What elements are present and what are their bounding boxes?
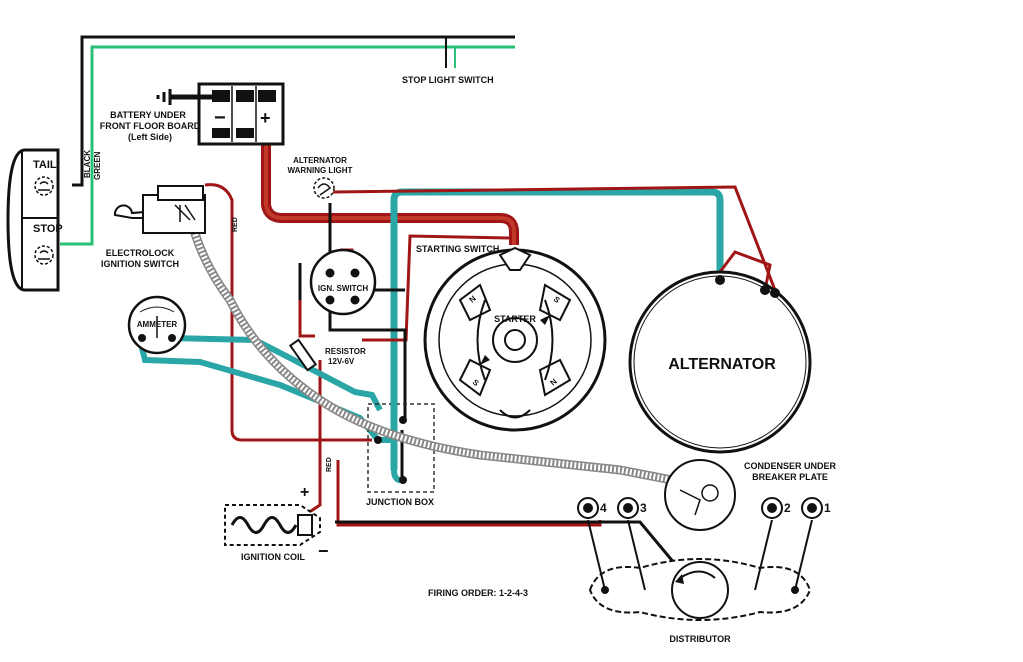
distributor xyxy=(587,459,813,621)
black-wire-label: BLACK xyxy=(83,150,92,178)
electrolock-label-line1: ELECTROLOCK xyxy=(106,248,175,258)
firing-order-label: FIRING ORDER: 1-2-4-3 xyxy=(428,588,528,598)
alternator xyxy=(628,270,812,454)
key-icon xyxy=(113,204,146,219)
alt-warning-label-line1: ALTERNATOR xyxy=(293,156,347,165)
starter: N S S N xyxy=(423,246,607,432)
armoured-cable xyxy=(185,214,673,485)
spark-plug-4 xyxy=(577,497,599,519)
green-wire-label: GREEN xyxy=(93,151,102,180)
ground-icon xyxy=(156,89,172,105)
pole-n2: N xyxy=(549,377,559,388)
battery-label-line1: BATTERY UNDER xyxy=(110,110,186,120)
battery-plus-label: + xyxy=(260,108,271,128)
condenser-label-line1: CONDENSER UNDER xyxy=(744,461,837,471)
red-wire-label-1: RED xyxy=(232,217,239,232)
battery-label-line2: FRONT FLOOR BOARD xyxy=(100,121,201,131)
alternator-warning-light xyxy=(313,177,335,199)
ign-switch-label: IGN. SWITCH xyxy=(318,284,368,293)
spark-plug-1 xyxy=(801,497,823,519)
plug-4-label: 4 xyxy=(600,501,607,515)
ammeter xyxy=(127,295,187,355)
spark-plug-3 xyxy=(617,497,639,519)
pole-n1: N xyxy=(468,294,478,305)
plug-1-label: 1 xyxy=(824,501,831,515)
stop-light-switch-label: STOP LIGHT SWITCH xyxy=(402,75,494,85)
battery-minus-label: − xyxy=(214,107,226,129)
red-wire-start-ign xyxy=(362,234,511,342)
ign-switch xyxy=(309,248,377,316)
stop-label: STOP xyxy=(33,223,63,235)
battery xyxy=(156,82,285,146)
alternator-label: ALTERNATOR xyxy=(668,356,776,373)
pole-s2: S xyxy=(471,378,481,389)
ammeter-label: AMMETER xyxy=(137,320,178,329)
distributor-label: DISTRIBUTOR xyxy=(669,634,731,644)
spark-plug-2 xyxy=(761,497,783,519)
battery-label-line3: (Left Side) xyxy=(128,132,172,142)
plug-3-label: 3 xyxy=(640,501,647,515)
red-wire-electrolock xyxy=(204,183,372,442)
stop-light-wires xyxy=(60,35,515,246)
electrolock-label-line2: IGNITION SWITCH xyxy=(101,259,179,269)
tail-bulb-icon xyxy=(34,176,54,196)
ignition-coil xyxy=(224,504,321,546)
junction-box-label: JUNCTION BOX xyxy=(366,497,434,507)
resistor xyxy=(288,338,318,372)
tail-stop-light xyxy=(6,148,60,292)
pole-s1: S xyxy=(552,295,562,306)
resistor-label-line1: RESISTOR xyxy=(325,347,366,356)
ignition-coil-label: IGNITION COIL xyxy=(241,552,306,562)
condenser-label-line2: BREAKER PLATE xyxy=(752,472,828,482)
electrolock-ignition-switch xyxy=(113,185,206,234)
coil-plus-label: + xyxy=(300,484,309,501)
starting-switch-label: STARTING SWITCH xyxy=(416,244,499,254)
red-wire-label-2: RED xyxy=(326,457,333,472)
teal-wire-ammeter xyxy=(169,335,383,412)
starter-label: STARTER xyxy=(494,314,536,324)
alt-warning-label-line2: WARNING LIGHT xyxy=(288,166,353,175)
resistor-label-line2: 12V-6V xyxy=(328,357,355,366)
tail-label: TAIL xyxy=(33,159,57,171)
plug-2-label: 2 xyxy=(784,501,791,515)
stop-bulb-icon xyxy=(34,245,54,265)
coil-minus-label: − xyxy=(318,541,329,561)
